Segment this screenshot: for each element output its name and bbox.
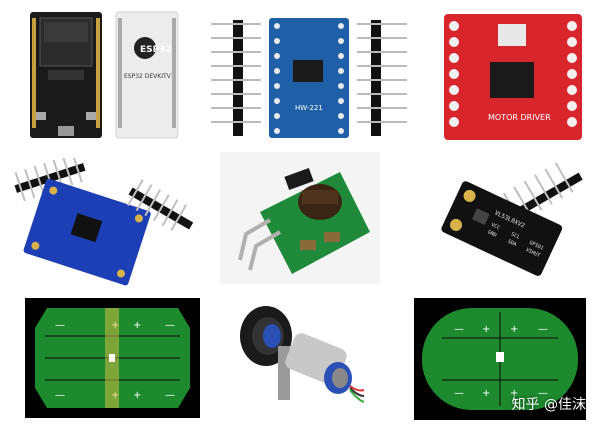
logic-level-shifter-module: HW-221 xyxy=(211,18,407,138)
svg-text:—: — xyxy=(454,324,464,335)
svg-text:+: + xyxy=(510,324,518,335)
tof-pin-scl: SCL xyxy=(510,231,521,240)
tof-distance-sensor: VL53L0XV2 VCC GND SCL SDA GPIO1 XSHUT xyxy=(441,162,583,276)
tof-pin-sda: SDA xyxy=(507,239,518,248)
gear-motor-with-wheel xyxy=(240,306,365,403)
esp32-logo: ESP32 xyxy=(140,45,172,55)
svg-text:—: — xyxy=(538,324,548,335)
svg-text:—: — xyxy=(165,390,175,401)
tof-pin-gnd: GND xyxy=(487,229,498,238)
svg-text:—: — xyxy=(55,320,65,331)
svg-text:+: + xyxy=(510,388,518,399)
tof-pin-xshut: XSHUT xyxy=(525,247,541,259)
motor-driver-label: MOTOR DRIVER xyxy=(488,113,551,122)
watermark-text: 知乎 @佳沫 xyxy=(511,397,586,413)
pcb-layout-rounded: — + + — — + + — xyxy=(414,298,586,420)
svg-text:+: + xyxy=(133,390,141,401)
esp32-dev-boards: ESP32 ESP32 DEVKITV1 xyxy=(30,11,179,139)
svg-text:+: + xyxy=(482,388,490,399)
pcb-layout-rectangular: —++— —++— xyxy=(25,298,200,418)
svg-text:—: — xyxy=(538,388,548,399)
svg-text:—: — xyxy=(454,388,464,399)
tof-pin-gpio1: GPIO1 xyxy=(528,240,544,252)
svg-text:+: + xyxy=(482,324,490,335)
svg-text:—: — xyxy=(165,320,175,331)
imu-sensor-module xyxy=(14,158,194,286)
dc-dc-converter-module xyxy=(220,152,380,284)
esp32-label: ESP32 DEVKITV1 xyxy=(124,73,175,80)
tof-pin-vcc: VCC xyxy=(490,222,501,231)
motor-driver-board: MOTOR DRIVER xyxy=(444,14,582,140)
svg-text:+: + xyxy=(133,320,141,331)
level-shifter-label: HW-221 xyxy=(295,104,323,112)
svg-text:—: — xyxy=(55,390,65,401)
